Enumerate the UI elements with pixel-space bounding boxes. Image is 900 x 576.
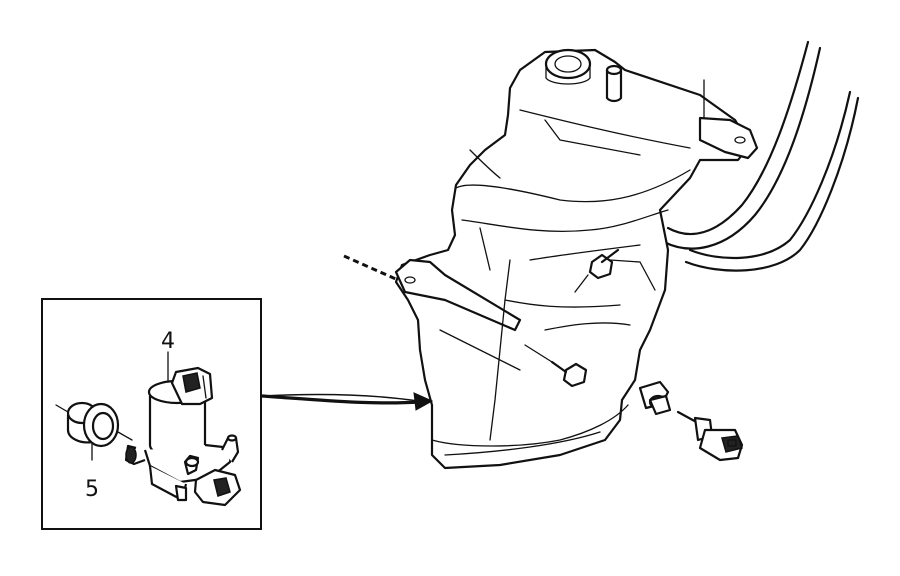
hose-connector xyxy=(648,394,672,416)
bolt-lower xyxy=(524,344,588,388)
location-arrow xyxy=(261,392,434,411)
washer-pump xyxy=(124,366,242,507)
grommet xyxy=(55,401,133,448)
hose-lines xyxy=(662,40,860,272)
dashed-pointer xyxy=(343,254,399,282)
bolt-upper xyxy=(574,248,620,293)
callout-label-4: 4 xyxy=(161,329,175,354)
callout-label-5: 5 xyxy=(85,477,99,502)
level-sensor xyxy=(676,410,744,462)
washer-reservoir xyxy=(394,48,759,470)
